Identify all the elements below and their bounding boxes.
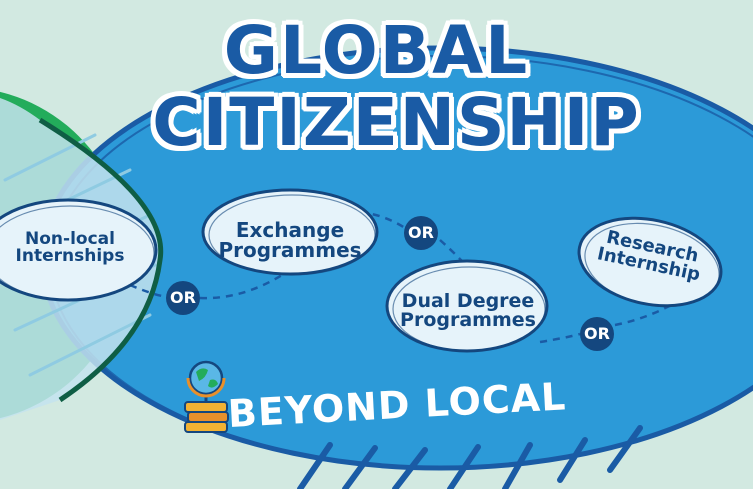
node-label-non-local-line2: Internships [15, 246, 125, 266]
node-dual-degree-programmes [385, 259, 549, 353]
node-exchange-programmes [201, 188, 379, 276]
or-label-3: OR [584, 324, 610, 343]
node-label-dual-degree: Dual Degree Programmes [392, 292, 544, 330]
node-label-exchange: Exchange Programmes [215, 220, 365, 260]
or-label-1: OR [170, 288, 196, 307]
or-label-2: OR [408, 223, 434, 242]
node-label-exchange-line2: Programmes [218, 238, 362, 262]
node-research-internship [577, 216, 723, 308]
hatch-strokes [297, 425, 643, 489]
green-circle-edge [38, 117, 164, 403]
or-circle-3 [580, 317, 614, 351]
or-circle-2 [404, 216, 438, 250]
node-label-exchange-line1: Exchange [235, 218, 345, 242]
globe-icon [184, 360, 229, 433]
node-label-non-local: Non-local Internships [5, 231, 135, 265]
node-label-non-local-line1: Non-local [25, 229, 115, 249]
node-label-dual-degree-line1: Dual Degree [401, 290, 535, 312]
page-title-line-2: CITIZENSHIP [152, 84, 641, 161]
or-circle-1 [166, 281, 200, 315]
page-title-line-1: GLOBAL [223, 12, 530, 89]
node-non-local-internships [0, 198, 158, 302]
node-label-dual-degree-line2: Programmes [400, 309, 536, 331]
